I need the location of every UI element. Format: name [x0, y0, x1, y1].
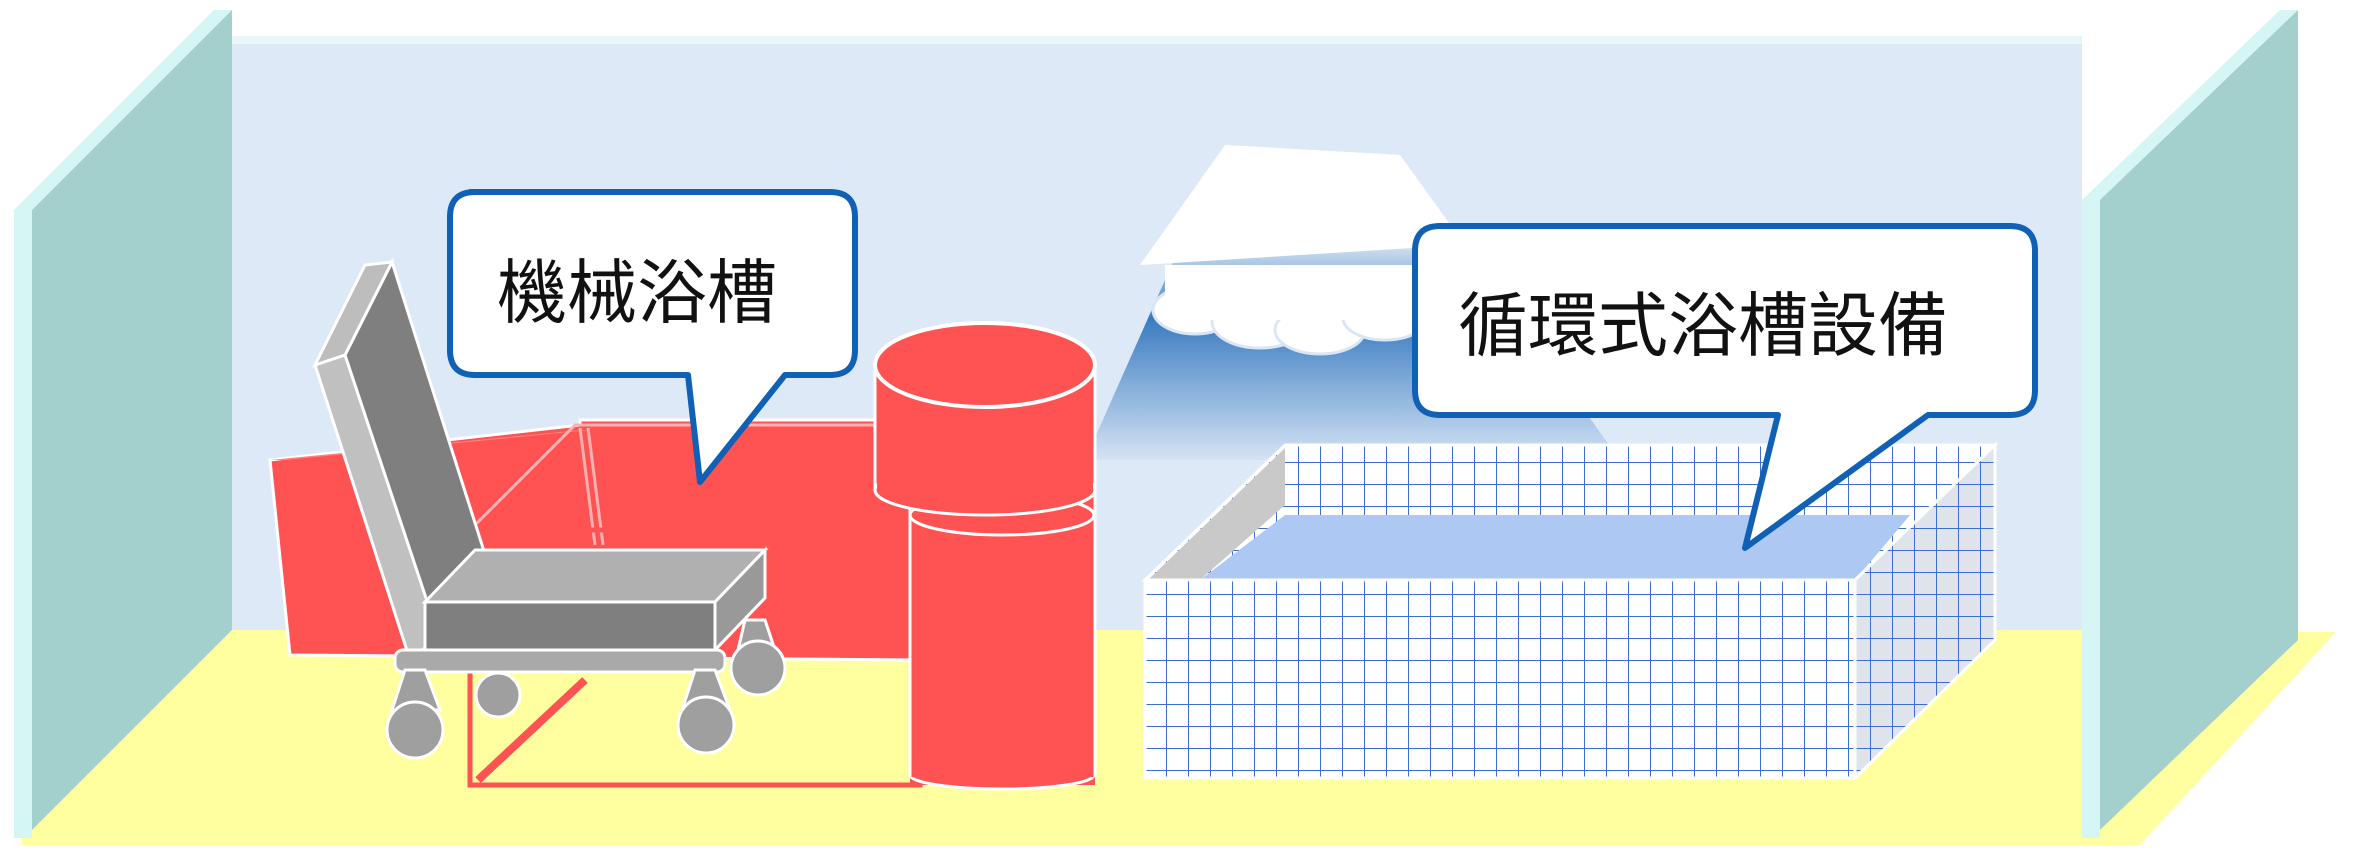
right-wall-panel — [2082, 10, 2298, 838]
circulation-bath-illustration — [1141, 441, 1999, 782]
circulation-bath-label: 循環式浴槽設備 — [1458, 285, 1948, 367]
back-wall-top-edge — [232, 36, 2082, 44]
speech-bubble-mechanical — [447, 189, 858, 485]
cloud-shape — [1151, 265, 1429, 356]
left-wall-panel — [14, 10, 232, 838]
speech-bubble-circulation — [1412, 223, 2038, 551]
mechanical-bath-illustration — [268, 258, 1097, 791]
mechanical-bath-label: 機械浴槽 — [497, 252, 777, 334]
